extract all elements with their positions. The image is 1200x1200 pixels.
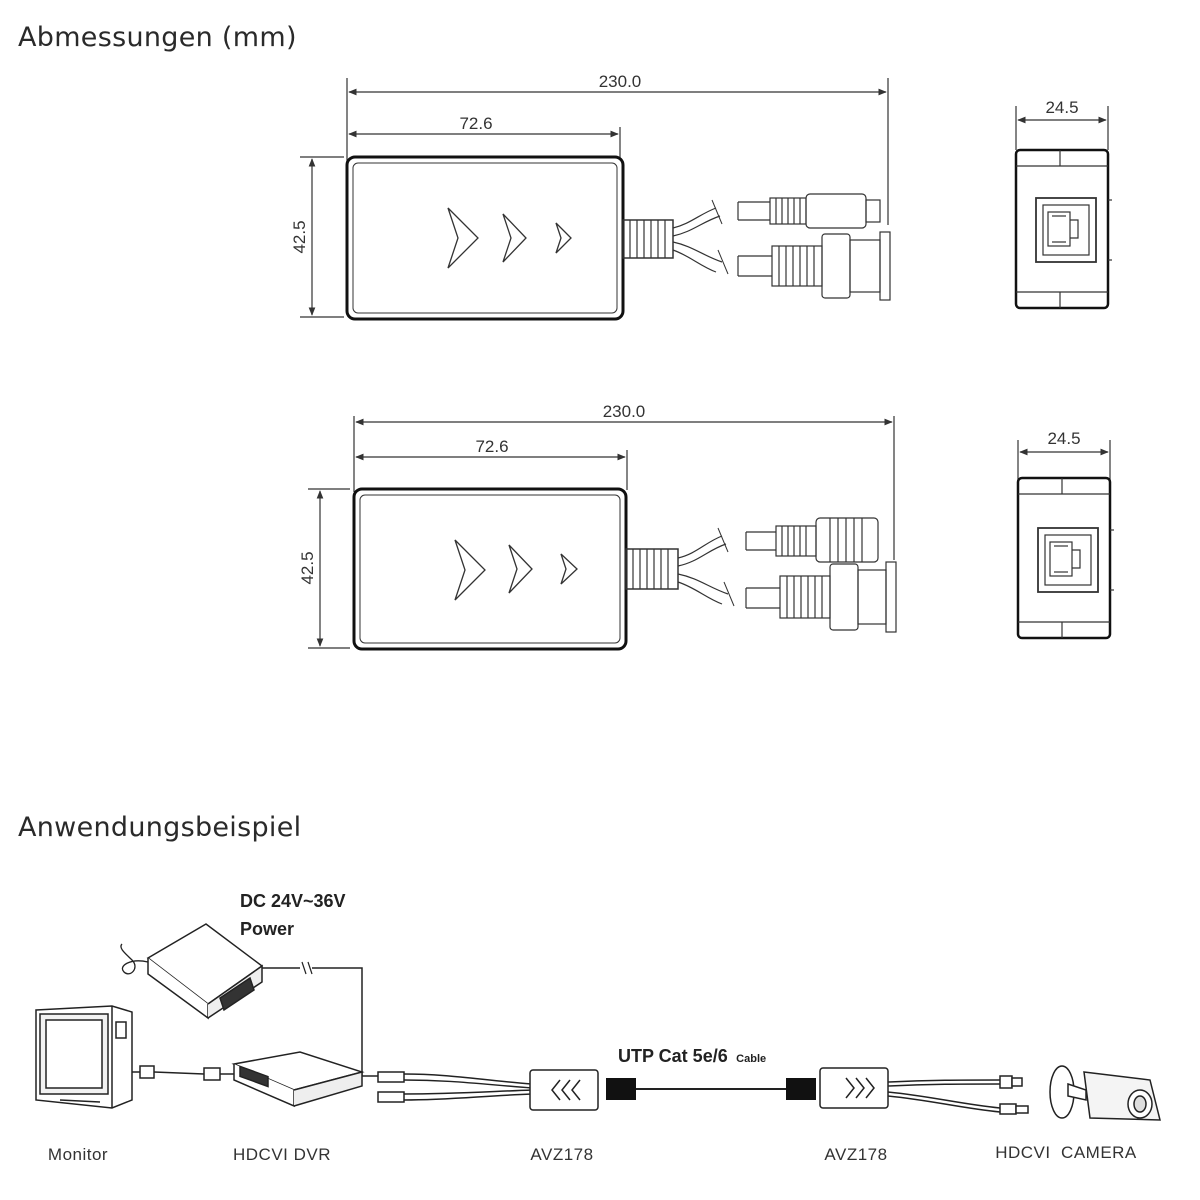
drawing-2-side-view xyxy=(1016,440,1114,640)
utp-label-small: Cable xyxy=(736,1053,766,1065)
label-camera: HDCVI CAMERA xyxy=(995,1143,1137,1162)
d2-body-length: 72.6 xyxy=(475,437,508,456)
balun-right xyxy=(819,1067,889,1109)
power-label-line1: DC 24V~36V xyxy=(240,891,346,911)
dvr-balun-cables xyxy=(377,1071,533,1103)
d1-body-length: 72.6 xyxy=(459,114,492,133)
rj45-plug-left xyxy=(606,1078,636,1100)
utp-label-main: UTP Cat 5e/6 xyxy=(618,1046,728,1066)
d2-height: 42.5 xyxy=(298,551,317,584)
power-label-line2: Power xyxy=(240,919,294,939)
d2-total-length: 230.0 xyxy=(603,402,646,421)
label-dvr: HDCVI DVR xyxy=(233,1145,331,1164)
balun-camera-cables xyxy=(887,1075,1029,1115)
label-balun-left: AVZ178 xyxy=(530,1145,593,1164)
hdcvi-camera xyxy=(1049,1065,1161,1121)
power-cable xyxy=(262,961,378,1077)
drawing-1-side-view xyxy=(1014,106,1112,310)
d1-height: 42.5 xyxy=(290,220,309,253)
balun-left xyxy=(529,1069,599,1111)
video-cable-monitor xyxy=(132,1065,236,1081)
drawing-1-top-view xyxy=(300,78,891,321)
label-monitor: Monitor xyxy=(48,1145,108,1164)
rj45-plug-right xyxy=(786,1078,816,1100)
d1-side-width: 24.5 xyxy=(1045,98,1078,117)
monitor xyxy=(35,1005,133,1109)
dimensions-heading: Abmessungen (mm) xyxy=(18,22,297,53)
label-balun-right: AVZ178 xyxy=(824,1145,887,1164)
hdcvi-dvr xyxy=(231,1051,365,1108)
application-heading: Anwendungsbeispiel xyxy=(18,812,302,843)
d1-total-length: 230.0 xyxy=(599,72,642,91)
drawing-2-top-view xyxy=(308,416,897,651)
d2-side-width: 24.5 xyxy=(1047,429,1080,448)
power-supply xyxy=(120,923,264,1020)
utp-label: UTP Cat 5e/6 Cable xyxy=(618,1046,766,1066)
